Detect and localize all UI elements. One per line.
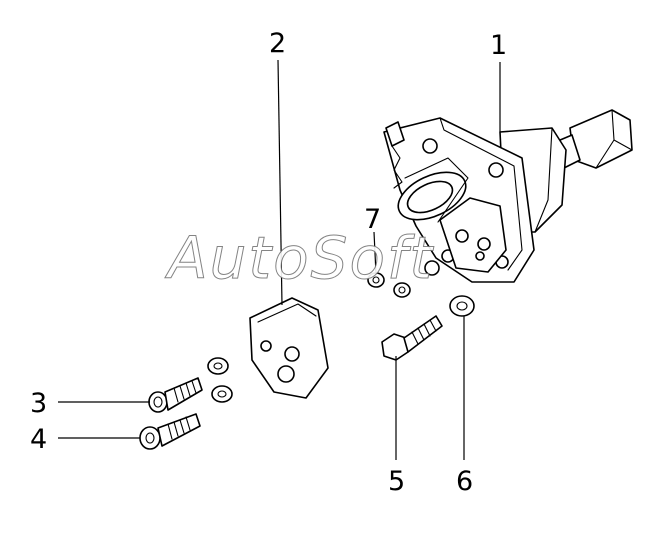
callout-3: 3 bbox=[30, 388, 47, 419]
callout-1: 1 bbox=[490, 30, 507, 61]
part-6-washer bbox=[449, 295, 475, 317]
part-5-hex-bolt bbox=[381, 315, 443, 361]
part-2-cover-plate bbox=[249, 297, 329, 399]
part-1-pump-housing bbox=[383, 109, 633, 283]
leader-lines bbox=[58, 59, 501, 460]
callout-2: 2 bbox=[269, 28, 286, 59]
part-3-cap-screw bbox=[148, 377, 203, 413]
callout-6: 6 bbox=[456, 466, 473, 497]
washer-pair bbox=[207, 357, 233, 403]
part-7-o-rings bbox=[367, 272, 411, 298]
part-4-cap-screw bbox=[139, 413, 201, 450]
callout-5: 5 bbox=[388, 466, 405, 497]
callout-7: 7 bbox=[364, 204, 381, 235]
callout-4: 4 bbox=[30, 424, 47, 455]
